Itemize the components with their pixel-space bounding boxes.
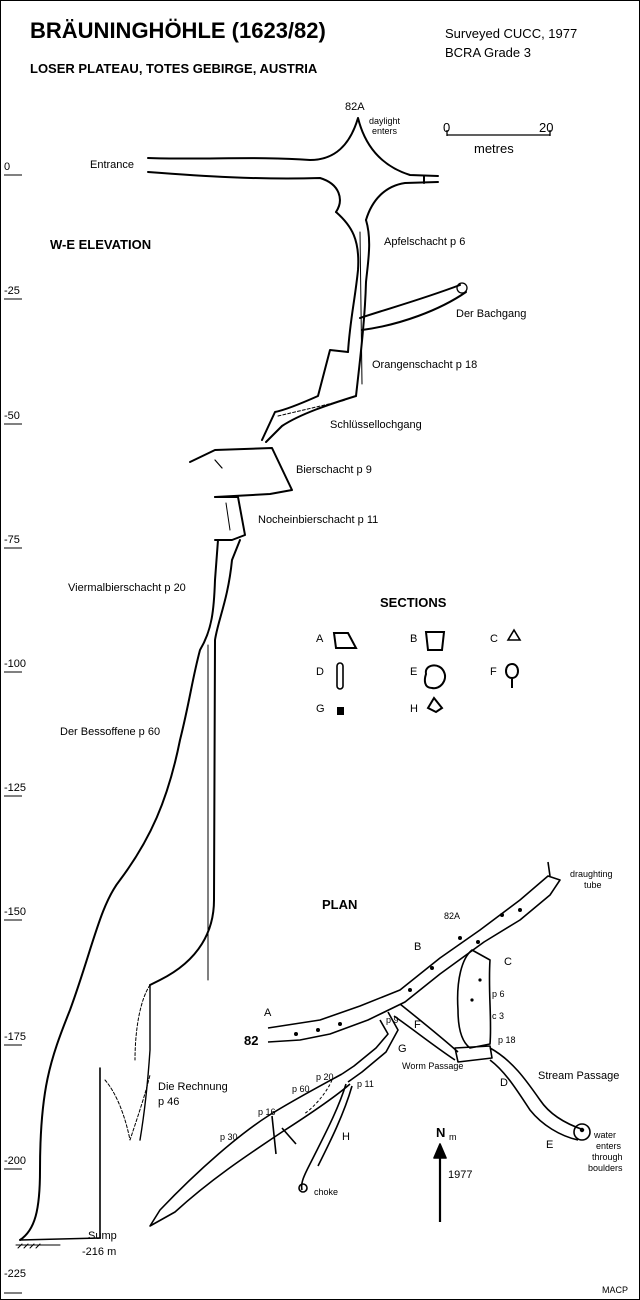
sections-heading: SECTIONS: [380, 595, 447, 610]
map-subtitle: LOSER PLATEAU, TOTES GEBIRGE, AUSTRIA: [30, 61, 318, 76]
water-label-4: boulders: [588, 1163, 623, 1173]
sump-depth-label: -216 m: [82, 1246, 117, 1258]
cross-sections: [332, 628, 522, 715]
water-label-2: enters: [596, 1141, 622, 1151]
orangenschacht-label: Orangenschacht p 18: [372, 359, 478, 371]
section-letter: E: [410, 666, 418, 678]
scale-unit: metres: [474, 141, 514, 156]
bachgang-label: Der Bachgang: [456, 308, 527, 320]
scale-start: 0: [443, 120, 451, 135]
depth-label: -25: [4, 285, 20, 297]
depth-label: -100: [4, 658, 27, 670]
water-label: water: [594, 1130, 617, 1140]
survey-grade: BCRA Grade 3: [445, 45, 531, 60]
plan-section-d: D: [500, 1077, 508, 1089]
survey-credit: Surveyed CUCC, 1977: [445, 26, 578, 41]
viermalbierschacht-label: Viermalbierschacht p 20: [68, 582, 186, 594]
sump-label: Sump: [88, 1230, 117, 1242]
plan-p30-label: p 30: [220, 1132, 238, 1142]
bierschacht-label: Bierschacht p 9: [296, 464, 372, 476]
plan-c3-label: c 3: [492, 1011, 505, 1021]
draughting-label: draughting: [570, 869, 613, 879]
scale-bar: [446, 130, 551, 136]
elevation-profile: [15, 117, 468, 1249]
plan-entrance-82-label: 82: [244, 1033, 259, 1048]
plan-p11-label: p 11: [357, 1079, 374, 1089]
plan-section-b: B: [414, 941, 422, 953]
depth-label: -75: [4, 534, 20, 546]
water-label-3: through: [592, 1152, 623, 1162]
plan-boulders: [294, 908, 585, 1133]
section-letter: A: [316, 633, 324, 645]
plan-section-h: H: [342, 1131, 350, 1143]
depth-label: -125: [4, 782, 27, 794]
section-letter: H: [410, 703, 418, 715]
depth-label: -150: [4, 906, 27, 918]
depth-label: -200: [4, 1155, 27, 1167]
section-letter: C: [490, 633, 498, 645]
draughting-label-2: tube: [584, 880, 602, 890]
plan-p9-label: p 9: [386, 1015, 399, 1025]
bessoffene-label: Der Bessoffene p 60: [60, 726, 161, 738]
plan-p18-label: p 18: [498, 1035, 516, 1045]
north-sub-label: m: [449, 1132, 457, 1142]
section-letter: B: [410, 633, 418, 645]
plan-p20-label: p 20: [316, 1072, 334, 1082]
drawer-credit: MACP: [602, 1285, 629, 1295]
cave-plan: [149, 861, 591, 1227]
plan-82a-label: 82A: [444, 911, 461, 921]
north-year-label: 1977: [448, 1169, 473, 1181]
rechnung-depth-label: p 46: [158, 1096, 180, 1108]
depth-label: -225: [4, 1268, 27, 1280]
plan-p16-label: p 16: [258, 1107, 276, 1117]
north-label: N: [436, 1125, 446, 1140]
map-title: BRÄUNINGHÖHLE (1623/82): [30, 18, 326, 43]
depth-label: -50: [4, 410, 20, 422]
scale-end: 20: [539, 120, 554, 135]
daylight-label: daylight: [369, 116, 401, 126]
section-letter: G: [316, 703, 325, 715]
entrance-label: Entrance: [90, 159, 135, 171]
rechnung-label: Die Rechnung: [158, 1081, 228, 1093]
apfelschacht-label: Apfelschacht p 6: [384, 236, 466, 248]
depth-label: 0: [4, 161, 11, 173]
choke-label: choke: [314, 1187, 339, 1197]
depth-ruler: [4, 174, 22, 1294]
plan-section-e: E: [546, 1139, 554, 1151]
plan-section-a: A: [264, 1007, 272, 1019]
plan-section-g: G: [398, 1043, 407, 1055]
daylight-label-2: enters: [372, 126, 398, 136]
nocheinbierschacht-label: Nocheinbierschacht p 11: [258, 514, 379, 526]
section-letter: D: [316, 666, 324, 678]
worm-passage-label: Worm Passage: [402, 1061, 464, 1071]
plan-section-f: F: [414, 1019, 421, 1031]
depth-label: -175: [4, 1031, 27, 1043]
schlussellochgang-label: Schlüssellochgang: [330, 419, 422, 431]
elevation-heading: W-E ELEVATION: [50, 237, 152, 252]
plan-section-c: C: [504, 956, 512, 968]
plan-p60-label: p 60: [292, 1084, 310, 1094]
plan-p6-label: p 6: [492, 989, 505, 999]
plan-heading: PLAN: [322, 897, 358, 912]
entrance-82a-label: 82A: [345, 101, 365, 113]
stream-passage-label: Stream Passage: [538, 1070, 620, 1082]
section-letter: F: [490, 666, 497, 678]
